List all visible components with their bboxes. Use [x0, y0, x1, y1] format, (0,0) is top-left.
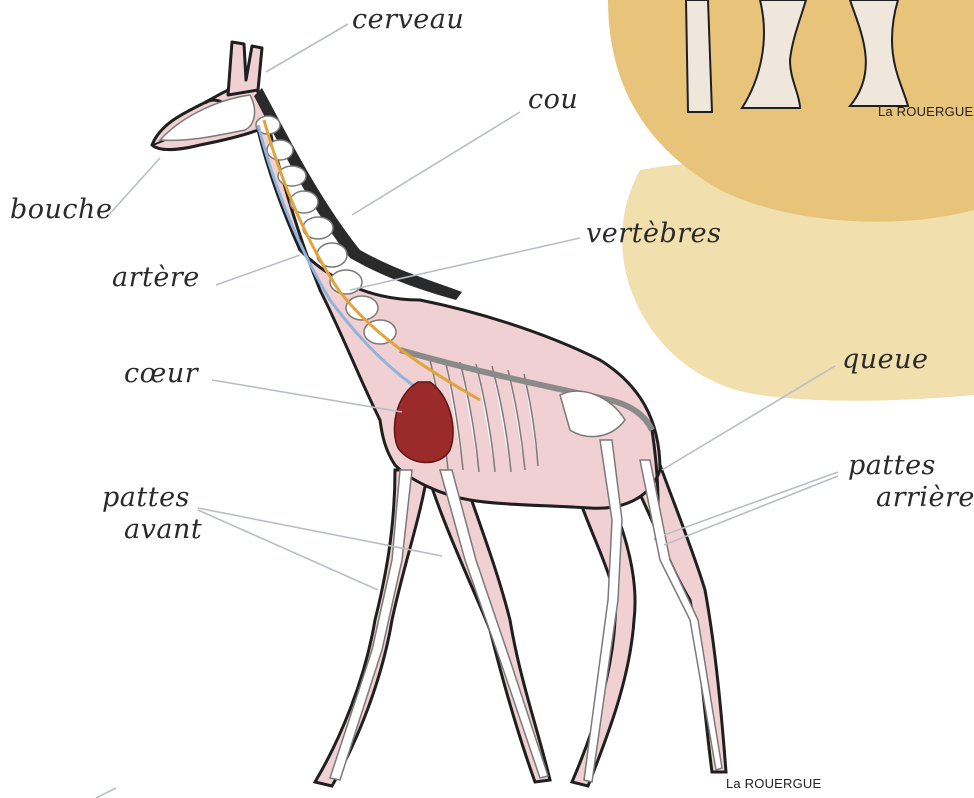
label-pattes-avant-line1: pattes [102, 484, 190, 511]
leader-cerveau [266, 24, 348, 72]
label-cerveau: cerveau [352, 6, 464, 33]
label-pattes-avant-line2: avant [124, 516, 202, 543]
hind-leg-front [570, 470, 635, 786]
leader-bouche [106, 158, 160, 218]
leader-cou [352, 112, 520, 215]
foreleg-bones [330, 470, 548, 780]
leader-pattes-avant-2 [198, 510, 378, 590]
brand-mark-bottom: La ROUERGUE [726, 776, 821, 791]
label-pattes-arriere-line2: arrière [876, 484, 974, 511]
label-vertebres: vertèbres [586, 220, 722, 247]
brand-mark-top: La ROUERGUE [878, 104, 973, 119]
leader-bottom-left [96, 788, 116, 798]
label-bouche: bouche [10, 196, 112, 223]
label-pattes-arriere-line1: pattes [848, 452, 936, 479]
front-leg-front [315, 470, 428, 786]
leader-artere [216, 255, 300, 285]
leader-pattes-arriere-1 [664, 472, 838, 535]
label-artere: artère [112, 264, 200, 291]
label-queue: queue [842, 346, 929, 373]
ossicones [228, 42, 262, 95]
label-coeur: cœur [124, 360, 198, 387]
leader-pattes-arriere-2 [664, 476, 838, 545]
label-cou: cou [528, 86, 578, 113]
neck-vertebrae [256, 116, 396, 344]
